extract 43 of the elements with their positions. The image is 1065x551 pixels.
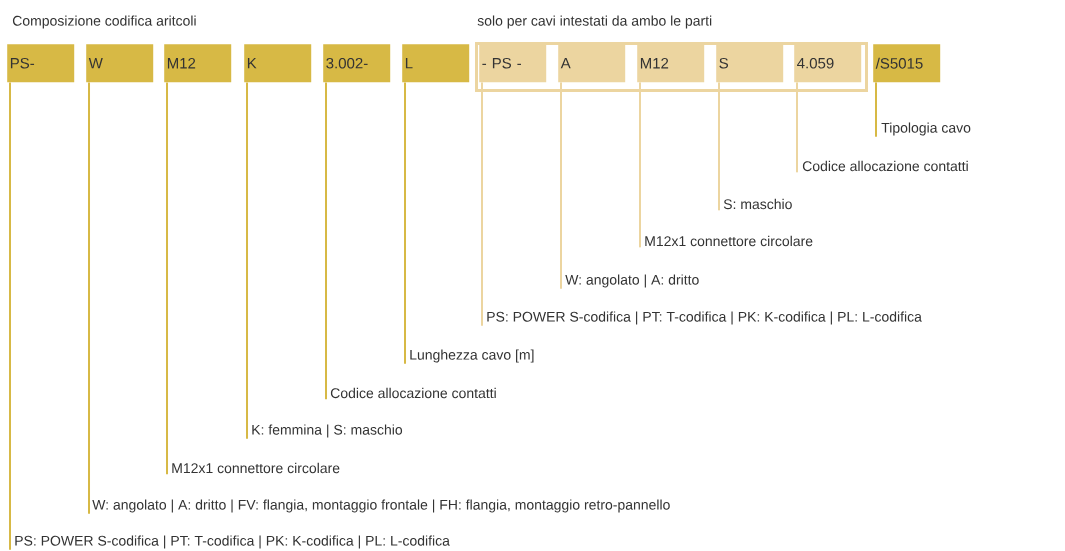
- leader-line: [639, 81, 641, 249]
- code-box: K: [244, 44, 312, 83]
- leader-line: [718, 81, 720, 212]
- code-box: 4.059: [794, 44, 862, 83]
- description-text: S: maschio: [723, 198, 792, 210]
- leader-line: [88, 81, 90, 515]
- code-box: L: [402, 44, 470, 83]
- heading: Composizione codifica aritcoli: [12, 15, 196, 29]
- node-label: 4.059: [797, 57, 834, 69]
- leader-line: [246, 81, 248, 440]
- code-box: /S5015: [873, 44, 941, 83]
- code-box: S: [716, 44, 784, 83]
- description-text: M12x1 connettore circolare: [172, 462, 340, 474]
- code-box: - PS -: [479, 44, 547, 83]
- code-box: A: [558, 44, 626, 83]
- description-text: PS: POWER S-codifica | PT: T-codifica | PK: K-codifica | PL: L-codifica: [487, 311, 922, 325]
- node-label: - PS -: [482, 57, 522, 69]
- leader-line: [325, 81, 327, 401]
- code-box: M12: [637, 44, 705, 83]
- leader-line: [796, 81, 798, 174]
- description-text: Codice allocazione contatti: [802, 160, 968, 172]
- code-box: W: [86, 44, 154, 83]
- leader-line: [166, 81, 168, 476]
- code-box: 3.002-: [323, 44, 391, 83]
- leader-line: [404, 81, 406, 365]
- description-text: W: angolato | A: dritto | FV: flangia, montaggio frontale | FH: flangia, montaggio retro-pannello: [92, 499, 670, 513]
- node-label: M12: [640, 57, 669, 69]
- leader-line: [9, 81, 11, 551]
- description-text: K: femmina | S: maschio: [252, 424, 403, 438]
- node-label: A: [560, 58, 571, 69]
- node-label: solo per cavi intestati da ambo le parti: [477, 15, 712, 29]
- description-text: Codice allocazione contatti: [330, 387, 496, 399]
- description-text: PS: POWER S-codifica | PT: T-codifica | PK: K-codifica | PL: L-codifica: [15, 535, 450, 549]
- code-box: PS-: [7, 44, 75, 83]
- description-text: W: angolato | A: dritto: [565, 274, 699, 288]
- leader-line: [481, 81, 483, 327]
- code-box: M12: [164, 44, 232, 83]
- description-text: Tipologia cavo: [881, 122, 971, 136]
- description-text: Lunghezza cavo [m]: [410, 349, 534, 363]
- description-text: M12x1 connettore circolare: [645, 235, 813, 247]
- leader-line: [875, 81, 877, 138]
- leader-line: [560, 81, 562, 290]
- node-label: S: [719, 57, 729, 69]
